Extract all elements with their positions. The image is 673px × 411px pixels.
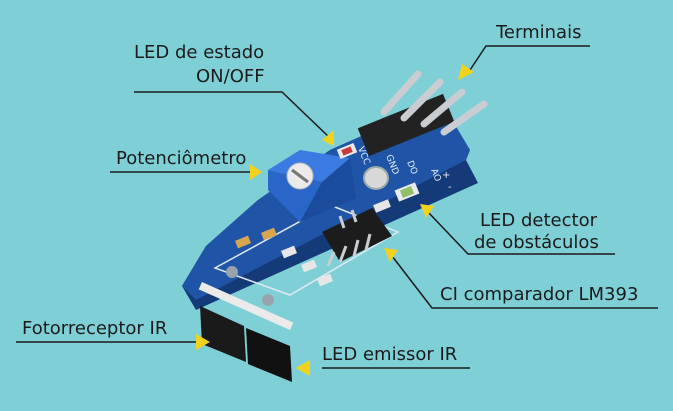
label-terminais: Terminais <box>496 22 582 43</box>
pin-2 <box>400 78 444 122</box>
label-fotorreceptor: Fotorreceptor IR <box>22 318 168 339</box>
ic-leg-6 <box>350 209 358 223</box>
smd-4 <box>301 259 317 273</box>
arrow-potenciometro <box>250 164 262 180</box>
label-potenciometro: Potenciômetro <box>116 148 247 169</box>
status-led <box>336 142 358 160</box>
arrow-led-detector <box>420 204 434 218</box>
ir-lead-a <box>226 266 238 278</box>
ir-holder <box>198 282 294 330</box>
label-led-estado-line2: ON/OFF <box>196 66 265 87</box>
ir-photoreceiver <box>200 306 246 362</box>
ir-emitter <box>246 328 292 382</box>
smd-1 <box>235 235 251 249</box>
arrow-terminais <box>458 64 474 80</box>
terminal-pins: VCC GND DO AO + - <box>355 70 488 193</box>
arrow-ci <box>384 248 398 262</box>
pin-3 <box>420 88 466 128</box>
label-led-emissor: LED emissor IR <box>322 344 458 365</box>
smd-2 <box>261 227 277 241</box>
status-led-lens <box>341 146 353 156</box>
arrow-led-estado <box>322 130 334 146</box>
arrow-fotorreceptor <box>196 334 210 350</box>
ic-leg-3 <box>352 239 360 257</box>
leader-terminais <box>469 45 590 71</box>
smd-6 <box>373 199 391 213</box>
pin-header-base <box>357 93 455 157</box>
label-led-detector-line2: de obstáculos <box>474 232 599 253</box>
ir-sensors <box>198 266 294 382</box>
ic-leg-5 <box>338 215 346 229</box>
leader-led-detector <box>427 211 615 255</box>
silk-plus: + <box>442 170 450 181</box>
potentiometer <box>268 150 356 222</box>
ic-leg-2 <box>338 245 348 263</box>
ir-lead-b <box>262 294 274 306</box>
ic-body <box>322 208 392 262</box>
leader-ci <box>391 255 658 309</box>
mounting-hole <box>363 166 389 190</box>
detector-led <box>394 182 420 202</box>
leader-led-estado <box>134 91 331 139</box>
label-ci-comparador: CI comparador LM393 <box>440 284 639 305</box>
ic-leg-4 <box>364 233 372 251</box>
arrow-led-emissor <box>296 360 310 376</box>
smd-components <box>235 199 391 287</box>
pin-4 <box>440 100 488 136</box>
silk-minus: - <box>448 182 452 193</box>
silkscreen-outline <box>213 204 400 296</box>
ic-leg-1 <box>326 251 336 267</box>
smd-5 <box>317 273 333 287</box>
ic-lm393 <box>322 208 392 267</box>
silk-ao: AO <box>428 167 442 183</box>
pointer-arrows <box>196 64 474 376</box>
pot-slot <box>291 168 309 184</box>
smd-3 <box>281 245 297 259</box>
silk-do: DO <box>404 159 419 176</box>
label-led-estado-line1: LED de estado <box>134 42 265 63</box>
leader-lines <box>16 45 658 369</box>
detector-led-lens <box>399 186 415 198</box>
label-led-detector-line1: LED detector <box>480 210 597 231</box>
pin-1 <box>380 70 422 116</box>
